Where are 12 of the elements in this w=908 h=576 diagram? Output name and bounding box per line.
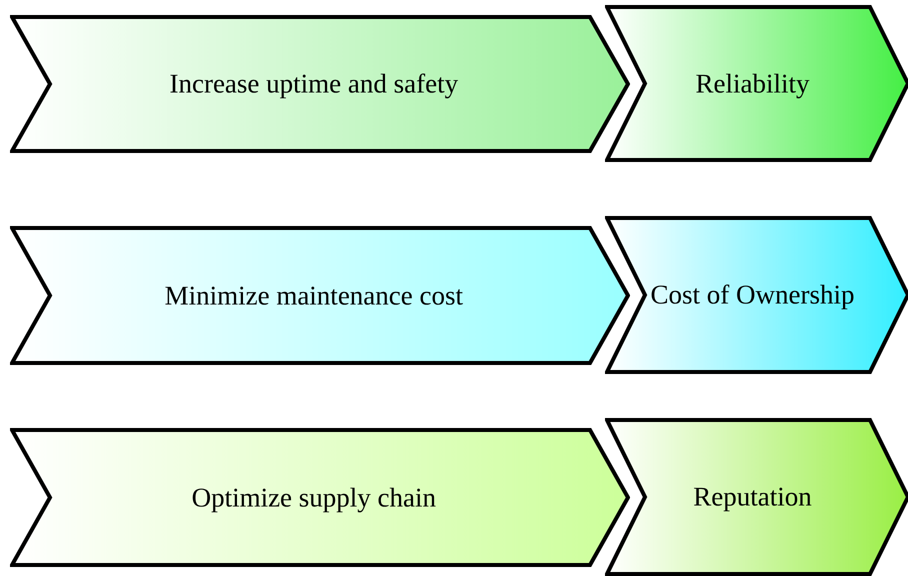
step-label: Optimize supply chain [192, 482, 436, 513]
chevron-arrow [605, 418, 908, 576]
chevron-arrow [10, 428, 630, 567]
step-label: Reputation [693, 482, 812, 512]
chevron-arrow [10, 226, 630, 365]
step-label: Minimize maintenance cost [164, 280, 463, 311]
step-label: Reliability [696, 68, 810, 99]
step-label: Cost of Ownership [650, 280, 854, 310]
chevron-arrow [605, 5, 908, 162]
step-label: Increase uptime and safety [169, 68, 458, 100]
chevron-arrow [605, 216, 908, 374]
chevron-arrow [10, 15, 630, 153]
